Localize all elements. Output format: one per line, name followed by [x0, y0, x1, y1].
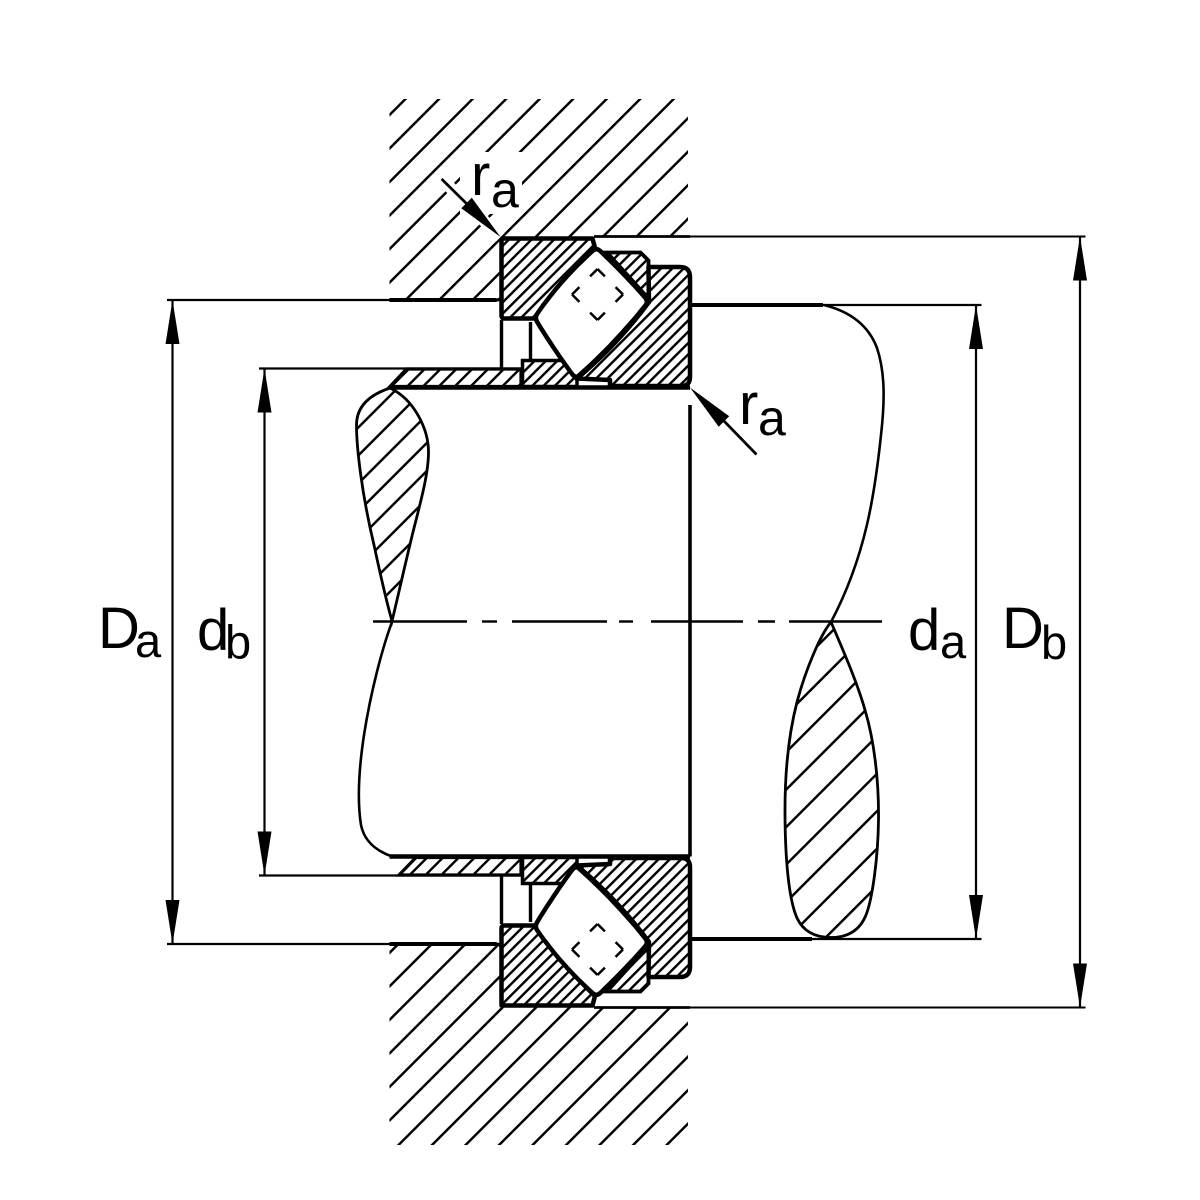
svg-text:d: d — [908, 598, 940, 663]
svg-text:a: a — [758, 390, 786, 446]
svg-text:b: b — [1041, 616, 1067, 669]
svg-text:D: D — [1002, 596, 1044, 661]
svg-text:a: a — [135, 614, 162, 667]
svg-text:d: d — [197, 598, 229, 663]
svg-text:a: a — [940, 615, 967, 668]
svg-text:b: b — [225, 616, 251, 669]
svg-text:a: a — [491, 162, 519, 218]
svg-text:D: D — [98, 596, 140, 661]
svg-text:r: r — [739, 372, 758, 437]
svg-text:r: r — [471, 143, 490, 208]
